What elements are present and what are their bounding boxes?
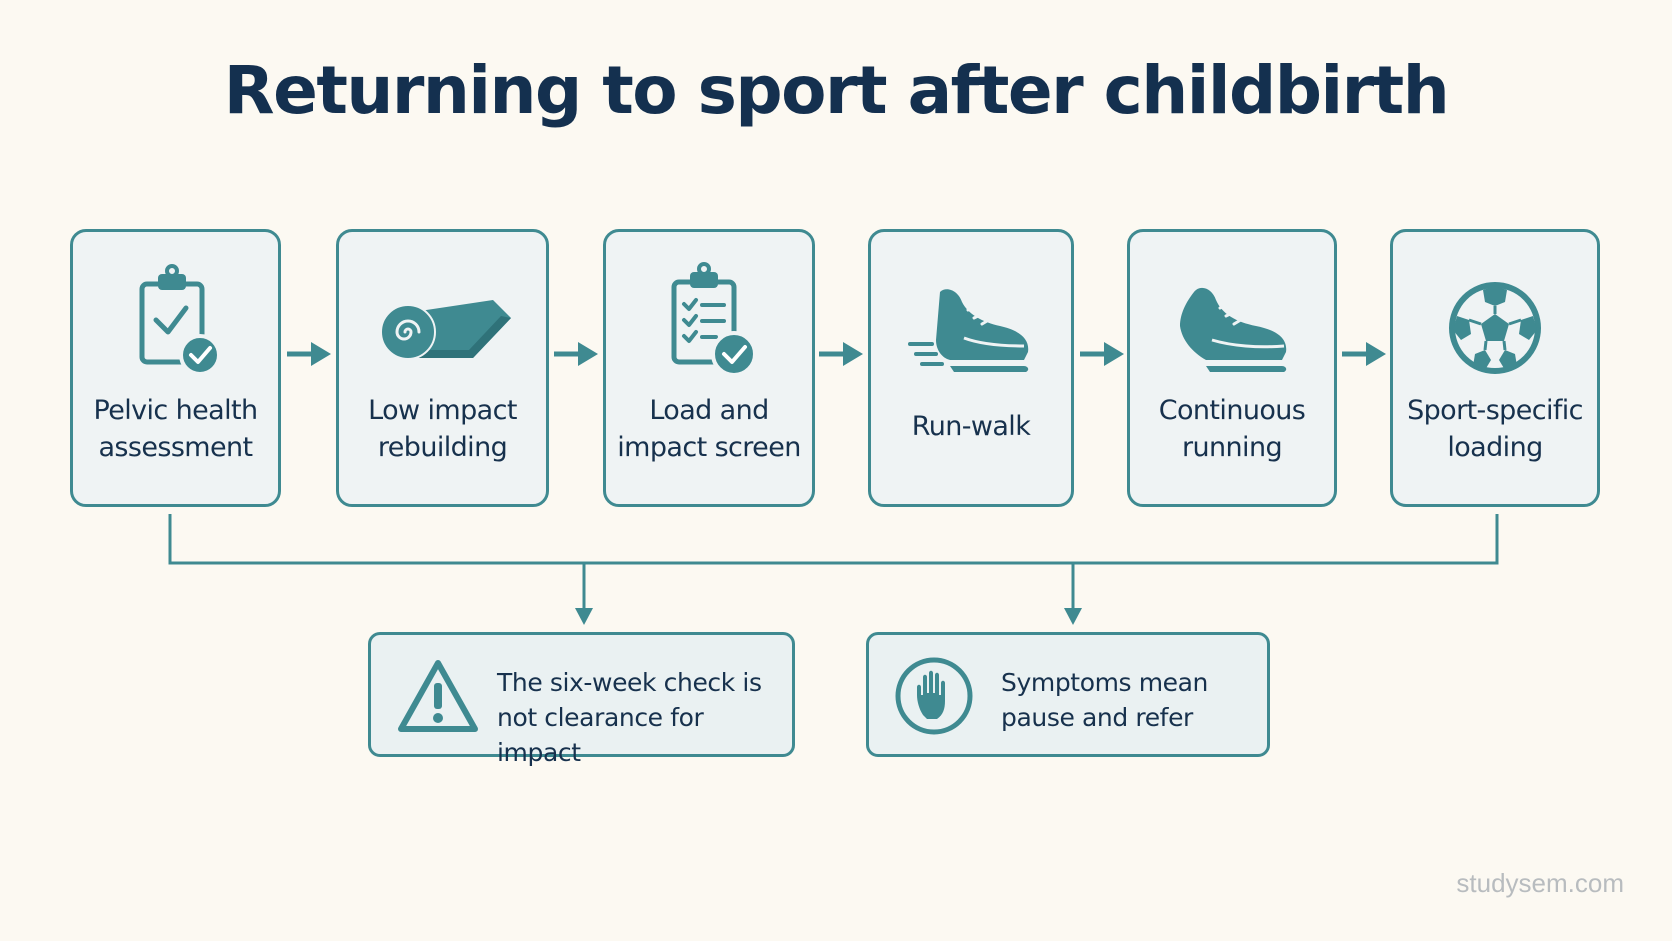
arrow-right-icon bbox=[819, 342, 863, 366]
step-label: Sport-specific loading bbox=[1407, 395, 1583, 463]
warning-icon bbox=[398, 660, 478, 732]
note-six-week-check: The six-week check is not clearance for … bbox=[368, 632, 795, 767]
diagram-title: Returning to sport after childbirth bbox=[223, 52, 1450, 129]
arrow-right-icon bbox=[554, 342, 598, 366]
step-continuous-running: Continuous running bbox=[1127, 229, 1337, 507]
checklist-icon bbox=[671, 262, 757, 377]
step-label: Low impact rebuilding bbox=[368, 395, 517, 463]
step-label: Load and impact screen bbox=[617, 395, 801, 463]
soccer-ball-icon bbox=[1449, 282, 1541, 374]
step-pelvic-health-assessment: Pelvic health assessment bbox=[70, 229, 281, 507]
step-label: Continuous running bbox=[1158, 395, 1306, 463]
arrow-down-icon bbox=[575, 608, 593, 625]
note-text: Symptoms mean pause and refer bbox=[1001, 668, 1209, 732]
clipboard-check-icon bbox=[139, 264, 221, 376]
note-symptoms: Symptoms mean pause and refer bbox=[866, 632, 1270, 757]
moving-shoe-icon bbox=[908, 289, 1029, 372]
exercise-mat-icon bbox=[379, 300, 511, 360]
step-label: Pelvic health assessment bbox=[93, 395, 258, 463]
arrow-right-icon bbox=[1342, 342, 1386, 366]
running-shoe-icon bbox=[1180, 287, 1287, 372]
step-run-walk: Run-walk bbox=[868, 229, 1074, 507]
step-low-impact-rebuilding: Low impact rebuilding bbox=[336, 229, 549, 507]
step-load-and-impact-screen: Load and impact screen bbox=[603, 229, 815, 507]
arrow-down-icon bbox=[1064, 608, 1082, 625]
watermark: studysem.com bbox=[1456, 868, 1624, 898]
arrow-right-icon bbox=[1080, 342, 1124, 366]
stop-hand-icon bbox=[895, 657, 973, 735]
arrow-right-icon bbox=[287, 342, 331, 366]
step-sport-specific-loading: Sport-specific loading bbox=[1390, 229, 1600, 507]
step-label: Run-walk bbox=[911, 411, 1031, 442]
note-text: The six-week check is not clearance for … bbox=[497, 668, 762, 767]
